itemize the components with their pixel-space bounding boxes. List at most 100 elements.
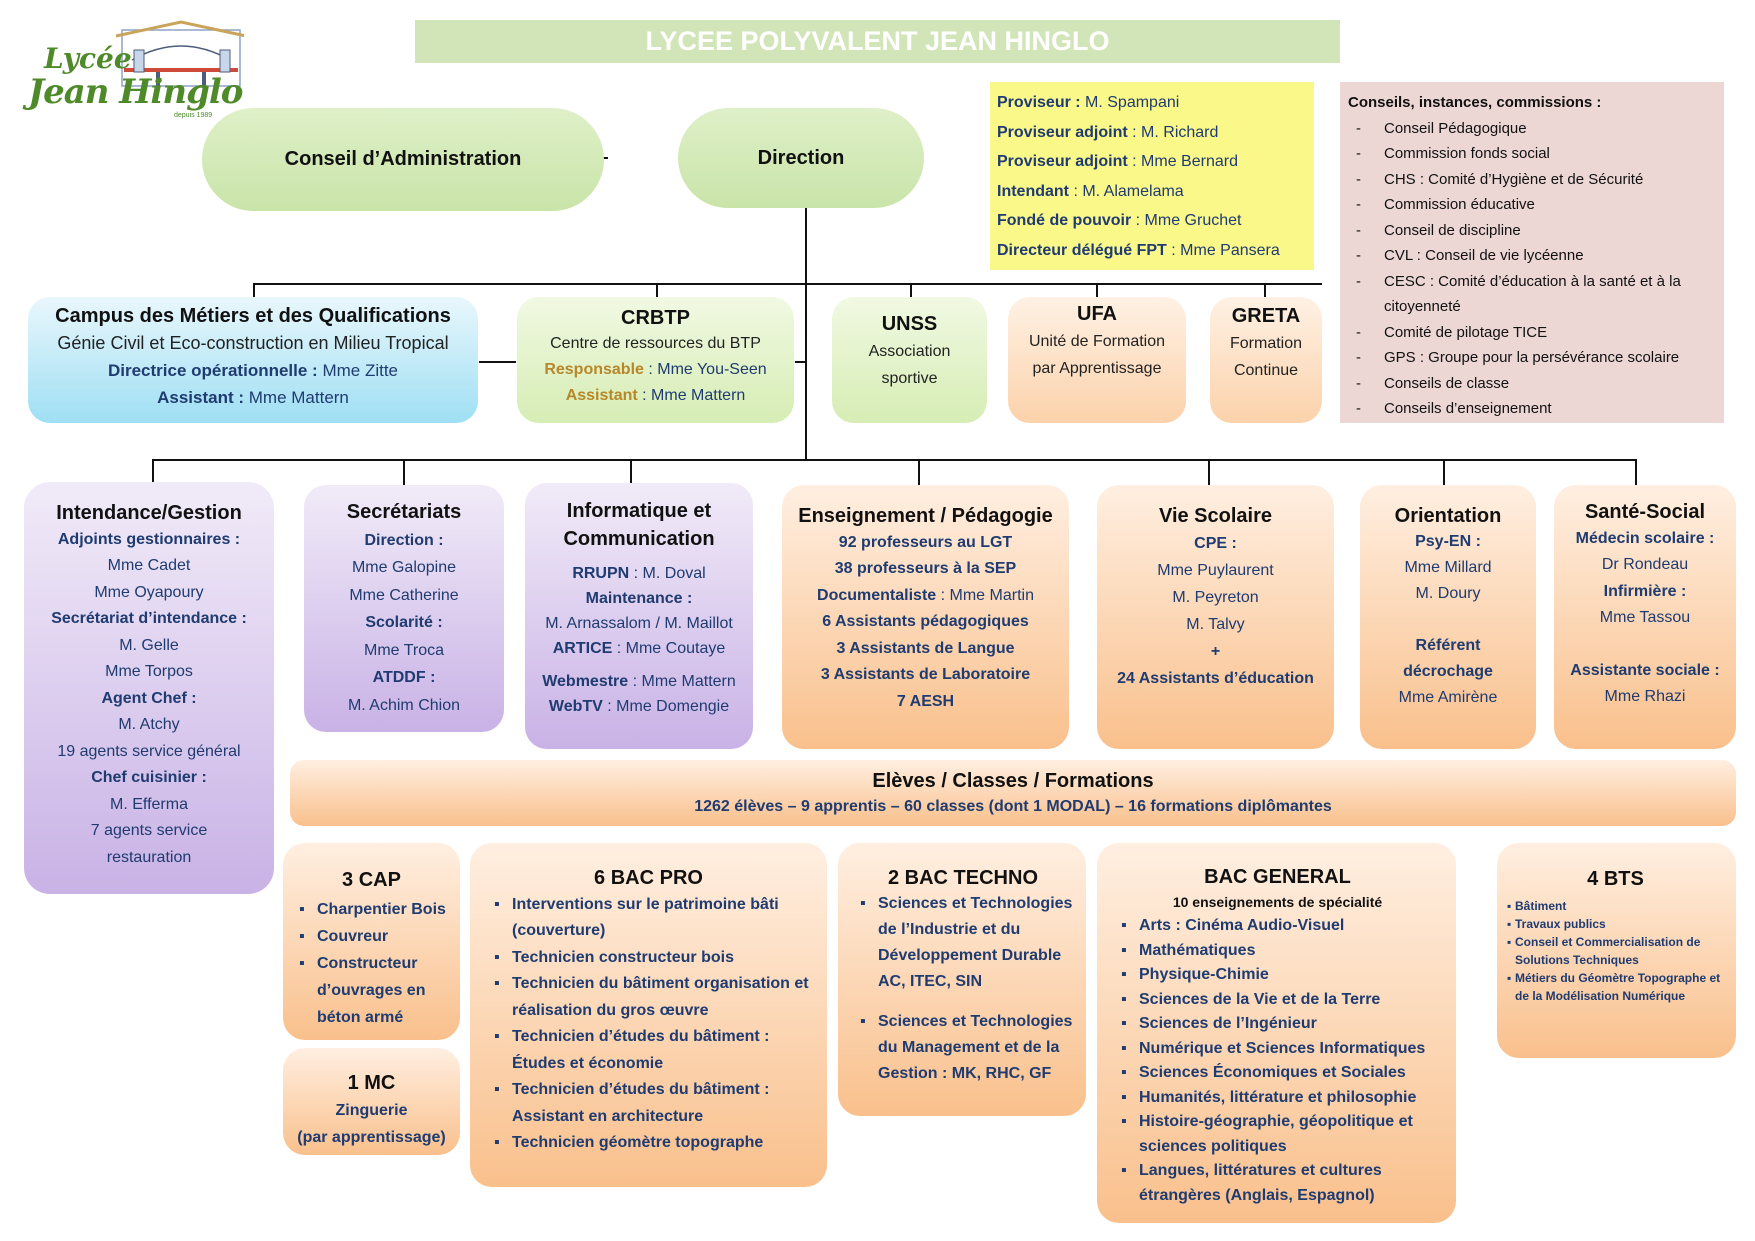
list-item: GPS : Groupe pour la persévérance scolai… <box>1348 345 1716 371</box>
list-item: Sciences et Technologies du Management e… <box>852 1009 1074 1087</box>
list-item: Technicien du bâtiment organisation et r… <box>486 971 811 1024</box>
list-item: Conseils d’enseignement <box>1348 396 1716 422</box>
eleves-banner: Elèves / Classes / Formations 1262 élève… <box>290 760 1736 826</box>
list-item: Conseil de discipline <box>1348 218 1716 244</box>
informatique-webmestre: Webmestre : Mme Mattern <box>542 673 736 690</box>
vie-h1: CPE : <box>1194 535 1237 552</box>
informatique-box: Informatique et Communication RRUPN : M.… <box>525 483 753 749</box>
informatique-a: M. Arnassalom / M. Maillot <box>545 615 733 632</box>
staff-row: Proviseur : M. Spampani <box>997 94 1180 111</box>
list-item: Couvreur <box>291 923 452 950</box>
list-item: Bâtiment <box>1507 897 1724 915</box>
sante-a: Dr Rondeau <box>1601 556 1689 573</box>
informatique-rrupn: RRUPN : M. Doval <box>572 565 706 582</box>
sante-social-box: Santé-Social Médecin scolaire : Dr Ronde… <box>1554 485 1736 749</box>
sante-title: Santé-Social <box>1584 501 1706 523</box>
bacpro-box: 6 BAC PRO Interventions sur le patrimoin… <box>470 843 827 1187</box>
direction-box: Direction <box>678 108 924 208</box>
secretariats-title: Secrétariats <box>346 501 462 523</box>
enseignement-a: 92 professeurs au LGT <box>838 533 1013 551</box>
conseil-administration-label: Conseil d’Administration <box>284 148 522 170</box>
intendance-h3: Agent Chef : <box>101 689 197 707</box>
vie-b: M. Peyreton <box>1172 589 1259 606</box>
informatique-title2: Communication <box>563 528 715 550</box>
list-item: Commission éducative <box>1348 192 1716 218</box>
page-title-text: LYCEE POLYVALENT JEAN HINGLO <box>645 26 1110 56</box>
intendance-b: Mme Oyapoury <box>94 583 204 601</box>
eleves-title: Elèves / Classes / Formations <box>872 770 1154 792</box>
list-item: Métiers du Géomètre Topographe et de la … <box>1507 969 1724 1005</box>
connector-drop-unss <box>910 283 912 299</box>
logo-tagline: depuis 1989 <box>174 112 213 119</box>
list-item: Sciences de la Vie et de la Terre <box>1113 988 1442 1013</box>
bacgeneral-box: BAC GENERAL 10 enseignements de spéciali… <box>1097 843 1456 1223</box>
list-item: Constructeur d’ouvrages en béton armé <box>291 950 452 1031</box>
list-item: Commission fonds social <box>1348 141 1716 167</box>
secretariats-h1: Direction : <box>364 531 444 549</box>
campus-role2: Assistant : Mme Mattern <box>157 388 349 407</box>
enseignement-c: 6 Assistants pédagogiques <box>822 613 1029 630</box>
sante-h3: Assistante sociale : <box>1570 661 1720 679</box>
secretariats-a: Mme Galopine <box>351 559 457 576</box>
greta-title: GRETA <box>1231 305 1301 327</box>
ufa-line2: par Apprentissage <box>1032 360 1162 377</box>
campus-title: Campus des Métiers et des Qualifications <box>55 305 451 327</box>
orientation-box: Orientation Psy-EN : Mme Millard M. Dour… <box>1360 485 1536 749</box>
bacgeneral-subtitle: 10 enseignements de spécialité <box>1172 893 1383 910</box>
secretariats-c: Mme Troca <box>363 641 444 659</box>
vie-d: 24 Assistants d’éducation <box>1117 670 1314 687</box>
unss-line1: Association <box>868 343 951 360</box>
crbtp-title: CRBTP <box>621 307 690 329</box>
bts-title: 4 BTS <box>1587 868 1644 890</box>
connector-crbtp-trunk <box>795 361 807 363</box>
crbtp-role2: Assistant : Mme Mattern <box>565 387 746 404</box>
sante-h1: Médecin scolaire : <box>1575 529 1715 547</box>
vie-plus: + <box>1210 643 1221 660</box>
informatique-title1: Informatique et <box>566 500 712 522</box>
cap-list: Charpentier Bois Couvreur Constructeur d… <box>291 896 452 1031</box>
connector-drop-crbtp <box>656 283 658 299</box>
direction-label: Direction <box>757 146 845 169</box>
secretariats-box: Secrétariats Direction : Mme Galopine Mm… <box>304 485 504 732</box>
connector-drop-campus <box>253 283 255 299</box>
list-item: Conseils de classe <box>1348 371 1716 397</box>
enseignement-doc: Documentaliste : Mme Martin <box>817 586 1034 604</box>
connector-drop-sante <box>1635 459 1637 485</box>
greta-box: GRETA Formation Continue <box>1210 297 1322 423</box>
staff-row: Intendant : M. Alamelama <box>997 182 1184 200</box>
intendance-f: 19 agents service général <box>57 742 241 760</box>
bacpro-list: Interventions sur le patrimoine bâti (co… <box>486 892 811 1157</box>
list-item: Comité de pilotage TICE <box>1348 320 1716 346</box>
staff-row: Directeur délégué FPT : Mme Pansera <box>997 241 1280 259</box>
intendance-c: M. Gelle <box>119 636 179 654</box>
intendance-d: Mme Torpos <box>105 663 193 680</box>
list-item: Histoire-géographie, géopolitique et sci… <box>1113 1110 1442 1159</box>
unss-line2: sportive <box>881 370 938 387</box>
list-item: Technicien géomètre topographe <box>486 1130 811 1157</box>
connector-campus-crbtp <box>479 361 516 363</box>
staff-row: Fondé de pouvoir : Mme Gruchet <box>997 212 1242 229</box>
intendance-a: Mme Cadet <box>107 557 191 574</box>
bacgeneral-title: BAC GENERAL <box>1204 866 1351 888</box>
vie-title: Vie Scolaire <box>1158 505 1273 527</box>
councils-box: Conseils, instances, commissions : Conse… <box>1340 82 1724 423</box>
secretariats-h2: Scolarité : <box>365 614 443 631</box>
mc-box: 1 MC Zinguerie (par apprentissage) <box>283 1048 460 1155</box>
list-item: Conseil et Commercialisation de Solution… <box>1507 933 1724 969</box>
connector-drop-vie <box>1208 459 1210 485</box>
list-item: Humanités, littérature et philosophie <box>1113 1086 1442 1111</box>
list-item: CHS : Comité d’Hygiène et de Sécurité <box>1348 167 1716 193</box>
orientation-c: Mme Amirène <box>1398 689 1498 706</box>
sante-c: Mme Rhazi <box>1604 688 1686 705</box>
informatique-webtv: WebTV : Mme Domengie <box>548 698 730 715</box>
school-building-icon <box>115 20 244 87</box>
staff-row: Proviseur adjoint : M. Richard <box>997 123 1219 141</box>
orientation-b: M. Doury <box>1415 585 1481 602</box>
enseignement-e: 3 Assistants de Laboratoire <box>820 666 1031 683</box>
connector-drop-secretariats <box>403 459 405 485</box>
intendance-h: 7 agents service <box>90 822 208 839</box>
vie-c: M. Talvy <box>1186 616 1245 633</box>
list-item: Arts : Cinéma Audio-Visuel <box>1113 914 1442 939</box>
list-item: Conseil Pédagogique <box>1348 116 1716 142</box>
intendance-h4: Chef cuisinier : <box>91 769 207 786</box>
